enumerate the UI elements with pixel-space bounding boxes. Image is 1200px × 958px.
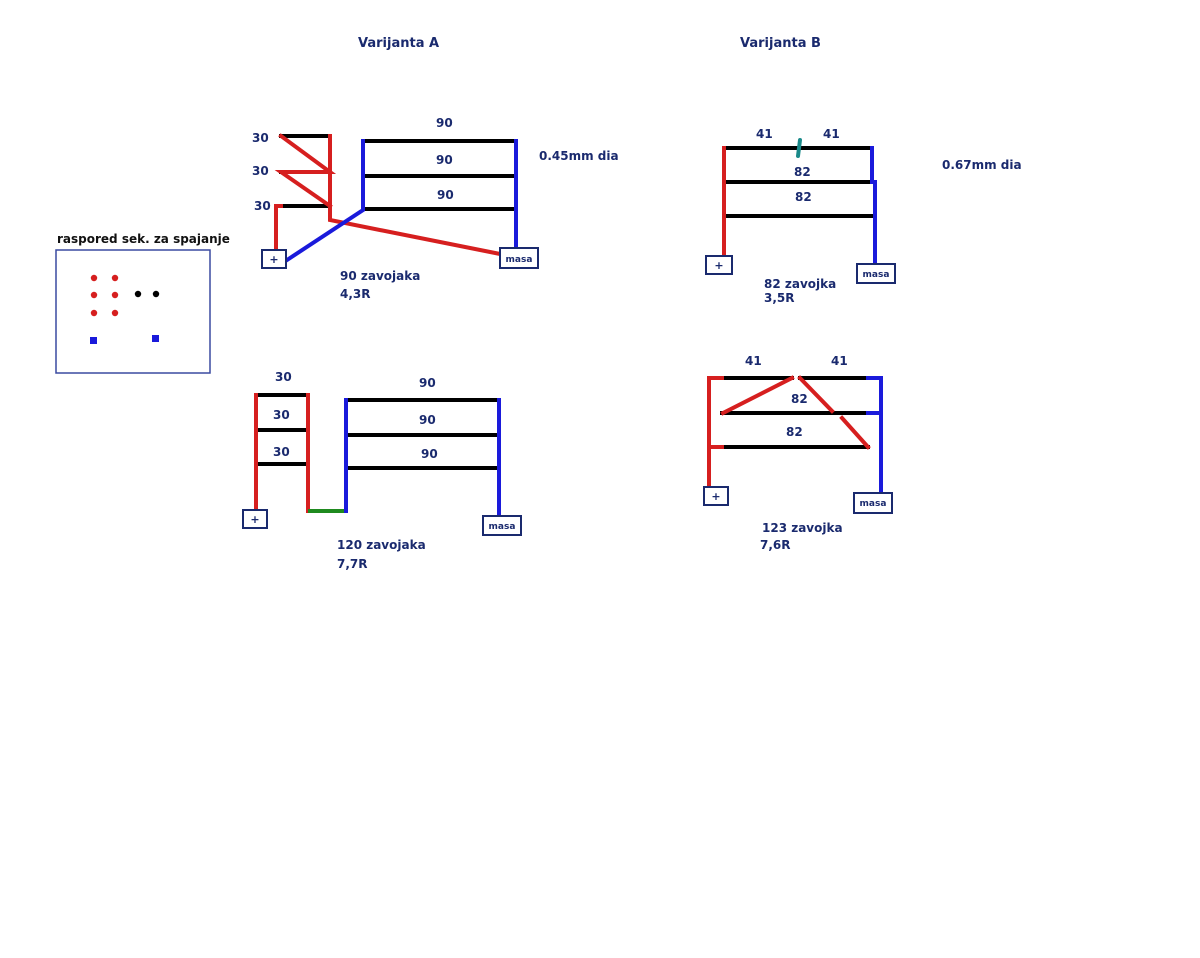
- section-turns-label: 82: [794, 165, 811, 179]
- positive-terminal: [261, 249, 287, 269]
- section-turns-label: 90: [436, 153, 453, 167]
- section-turns-label: 90: [436, 116, 453, 130]
- positive-wire: [328, 134, 503, 257]
- section-turns-label: 30: [275, 370, 292, 384]
- section-turns-label: 82: [795, 190, 812, 204]
- section-turns-label: 82: [791, 392, 808, 406]
- section-turns-label: 30: [273, 408, 290, 422]
- positive-terminal-label: +: [269, 253, 278, 266]
- ground-terminal: [482, 515, 522, 536]
- positive-wire: [274, 133, 337, 209]
- legend-dot-red: [111, 274, 119, 282]
- section-turns-label: 90: [437, 188, 454, 202]
- caption-turns: 123 zavojka: [762, 521, 843, 535]
- positive-wire: [720, 375, 795, 416]
- positive-terminal: [242, 509, 268, 529]
- caption-turns: 120 zavojaka: [337, 538, 426, 552]
- section-turns-label: 41: [756, 127, 773, 141]
- positive-wire: [707, 376, 724, 486]
- caption-resistance: 7,6R: [760, 538, 791, 552]
- ground-wire: [866, 376, 883, 494]
- ground-terminal-label: masa: [489, 522, 516, 532]
- ground-terminal-label: masa: [860, 499, 887, 509]
- caption-resistance: 4,3R: [340, 287, 371, 301]
- legend-dot-black: [152, 290, 160, 298]
- diagram-b1: + masa 41 41 82 82 0.67mm dia 82 zavojka…: [705, 127, 1022, 305]
- diagram-a2: + masa 30 30 30 90 90 90 120 zavojaka 7,…: [242, 370, 522, 571]
- diagram-a1: + masa 30 30 30 90 90 90 0.45mm dia 90 z…: [252, 116, 619, 301]
- section-turns-label: 41: [831, 354, 848, 368]
- section-turns-label: 90: [419, 376, 436, 390]
- legend-dot-red: [111, 291, 119, 299]
- legend-dot-red: [90, 274, 98, 282]
- ground-wire: [870, 146, 877, 266]
- positive-terminal-label: +: [250, 513, 259, 526]
- section-turns-label: 30: [254, 199, 271, 213]
- section-turns-label: 41: [823, 127, 840, 141]
- caption-turns: 82 zavojka: [764, 277, 836, 291]
- ground-terminal: [499, 247, 539, 269]
- section-turns-label: 82: [786, 425, 803, 439]
- legend-box: [55, 249, 211, 374]
- section-turns-label: 90: [421, 447, 438, 461]
- split-marker: [796, 138, 802, 158]
- ground-wire: [284, 139, 365, 263]
- caption-turns: 90 zavojaka: [340, 269, 420, 283]
- legend-square-blue: [90, 337, 97, 344]
- section-turns-label: 30: [252, 164, 269, 178]
- legend-dot-red: [90, 309, 98, 317]
- positive-terminal-label: +: [711, 490, 720, 503]
- positive-terminal-label: +: [714, 259, 723, 272]
- caption-resistance: 7,7R: [337, 557, 368, 571]
- legend-dot-red: [111, 309, 119, 317]
- legend-square-blue: [152, 335, 159, 342]
- wire-diameter-note: 0.45mm dia: [539, 149, 619, 163]
- title-variant-b: Varijanta B: [740, 36, 821, 51]
- positive-wire: [839, 415, 871, 450]
- caption-resistance: 3,5R: [764, 291, 795, 305]
- positive-terminal: [703, 486, 729, 506]
- title-variant-a: Varijanta A: [358, 36, 439, 51]
- legend: raspored sek. za spajanje: [55, 232, 230, 374]
- positive-terminal: [705, 255, 733, 275]
- ground-terminal-label: masa: [506, 255, 533, 265]
- legend-title: raspored sek. za spajanje: [57, 232, 230, 246]
- wire-diameter-note: 0.67mm dia: [942, 158, 1022, 172]
- section-turns-label: 90: [419, 413, 436, 427]
- ground-terminal: [856, 263, 896, 284]
- diagram-b2: + masa 41 41 82 82 123 zavojka 7,6R: [703, 354, 893, 552]
- section-turns-label: 30: [273, 445, 290, 459]
- legend-dot-red: [90, 291, 98, 299]
- positive-wire: [797, 375, 835, 414]
- section-turns-label: 41: [745, 354, 762, 368]
- ground-terminal-label: masa: [863, 270, 890, 280]
- positive-wire: [274, 204, 283, 252]
- section-turns-label: 30: [252, 131, 269, 145]
- legend-dot-black: [134, 290, 142, 298]
- ground-terminal: [853, 492, 893, 514]
